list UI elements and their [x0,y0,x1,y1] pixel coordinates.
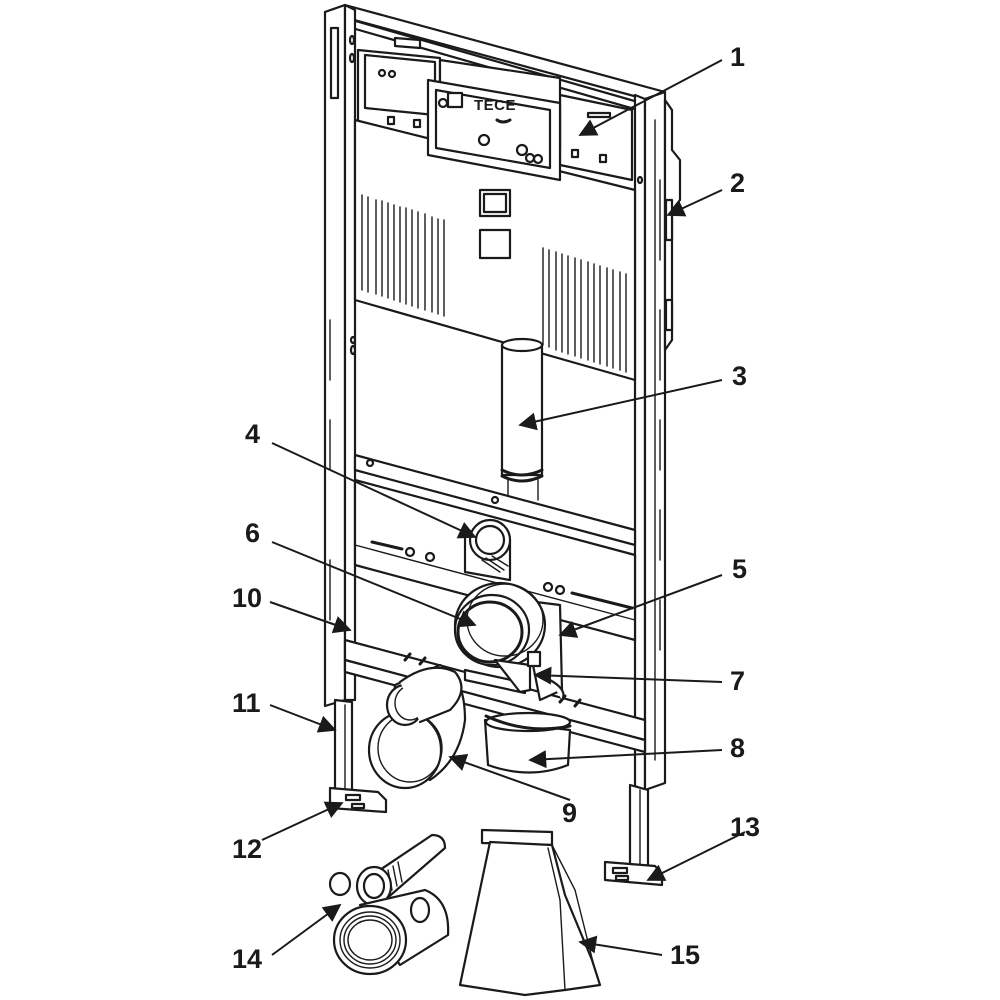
callout-6: 6 [245,518,260,548]
leader-13 [646,831,746,881]
callout-2: 2 [730,168,745,198]
drain-bend [367,663,467,790]
flush-cistern: TECE [353,36,637,382]
upper-cross-bar [353,453,637,547]
leader-1 [578,59,723,136]
water-connection [463,518,512,582]
callout-5: 5 [732,554,747,584]
leader-6 [271,541,477,628]
left-foot [328,786,388,814]
brand-label: TECE [474,97,516,114]
leader-15 [578,935,663,956]
leader-7 [533,666,723,685]
installation-frame [323,3,682,792]
protective-cover [458,828,602,997]
vent-slots-left [361,194,445,317]
leader-10 [269,601,352,634]
leader-5 [558,574,723,638]
callout-8: 8 [730,733,745,763]
connection-set [328,833,450,976]
right-leg [628,783,650,870]
leader-11 [269,704,337,733]
leader-9 [448,753,571,801]
callout-11: 11 [232,688,261,718]
callout-9: 9 [562,798,577,828]
callout-1: 1 [730,42,745,72]
leader-8 [528,749,723,769]
callout-10: 10 [232,583,262,613]
right-foot [603,860,664,887]
control-panel: TECE [426,78,562,182]
callout-15: 15 [670,940,700,970]
callout-14: 14 [232,944,262,974]
leader-14 [271,903,342,956]
callout-13: 13 [730,812,760,842]
leader-12 [261,801,344,841]
leader-2 [666,189,723,217]
leader-lines [261,59,746,956]
leader-3 [518,379,723,431]
leader-4 [271,442,477,539]
callout-3: 3 [732,361,747,391]
left-upright [323,3,357,708]
right-upright [633,90,667,792]
left-leg [333,698,354,797]
drain-clamp [463,650,542,695]
flush-pipe [500,337,544,501]
vent-slots-right [542,247,627,373]
callout-12: 12 [232,834,262,864]
callout-7: 7 [730,666,745,696]
side-bracket [663,98,682,352]
callout-4: 4 [245,419,260,449]
drain-cap [483,711,572,774]
callout-labels: 1 2 3 4 5 6 7 8 9 10 11 12 13 14 15 [232,42,760,974]
